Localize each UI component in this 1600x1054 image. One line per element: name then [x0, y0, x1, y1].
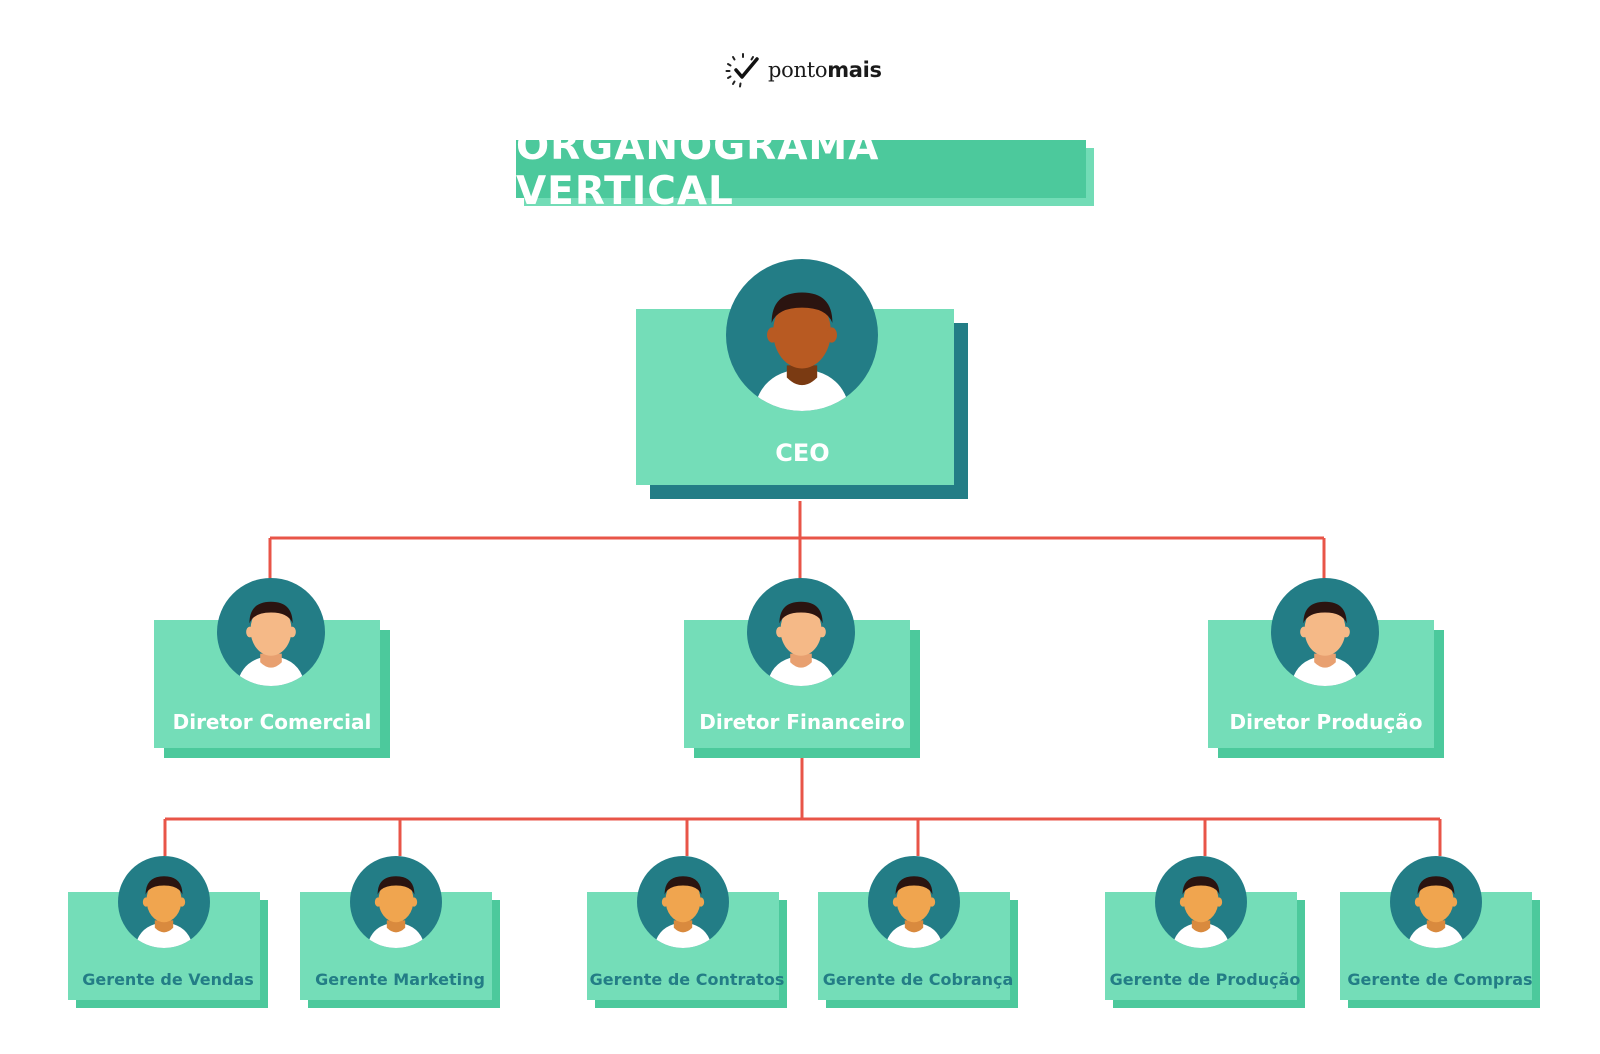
person-avatar-icon: [726, 259, 878, 411]
person-avatar-icon: [350, 856, 442, 948]
person-avatar-icon: [1271, 578, 1379, 686]
person-avatar-icon: [217, 578, 325, 686]
node-label: CEO: [775, 439, 830, 467]
node-gerente-producao: Gerente de Produção: [1105, 856, 1305, 1008]
person-avatar-icon: [1390, 856, 1482, 948]
logo-wordmark: pontomais: [768, 58, 882, 82]
node-diretor-financeiro: Diretor Financeiro: [684, 578, 920, 758]
person-avatar-icon: [637, 856, 729, 948]
node-gerente-contratos: Gerente de Contratos: [587, 856, 787, 1008]
person-avatar-icon: [1155, 856, 1247, 948]
node-diretor-comercial: Diretor Comercial: [154, 578, 390, 758]
person-avatar-icon: [118, 856, 210, 948]
node-label: Gerente de Cobrança: [822, 970, 1014, 989]
node-label: Diretor Produção: [1229, 710, 1423, 734]
node-label: Gerente de Contratos: [589, 970, 785, 989]
node-label: Gerente de Produção: [1109, 970, 1301, 989]
node-gerente-marketing: Gerente Marketing: [300, 856, 500, 1008]
clock-check-icon: [725, 53, 759, 88]
page-title-banner: ORGANOGRAMA VERTICAL: [516, 124, 1094, 214]
node-diretor-producao: Diretor Produção: [1208, 578, 1444, 758]
node-label: Diretor Comercial: [172, 710, 372, 734]
node-gerente-cobranca: Gerente de Cobrança: [818, 856, 1018, 1008]
node-ceo: CEO: [636, 259, 969, 501]
node-label: Gerente Marketing: [315, 970, 485, 989]
node-gerente-vendas: Gerente de Vendas: [68, 856, 268, 1008]
node-gerente-compras: Gerente de Compras: [1340, 856, 1540, 1008]
page-title: ORGANOGRAMA VERTICAL: [516, 124, 880, 214]
person-avatar-icon: [868, 856, 960, 948]
node-label: Gerente de Compras: [1347, 970, 1533, 989]
pontomais-logo: pontomais: [724, 50, 884, 90]
title-box: ORGANOGRAMA VERTICAL: [516, 124, 1086, 214]
node-label: Diretor Financeiro: [699, 710, 905, 734]
person-avatar-icon: [747, 578, 855, 686]
node-label: Gerente de Vendas: [82, 970, 254, 989]
